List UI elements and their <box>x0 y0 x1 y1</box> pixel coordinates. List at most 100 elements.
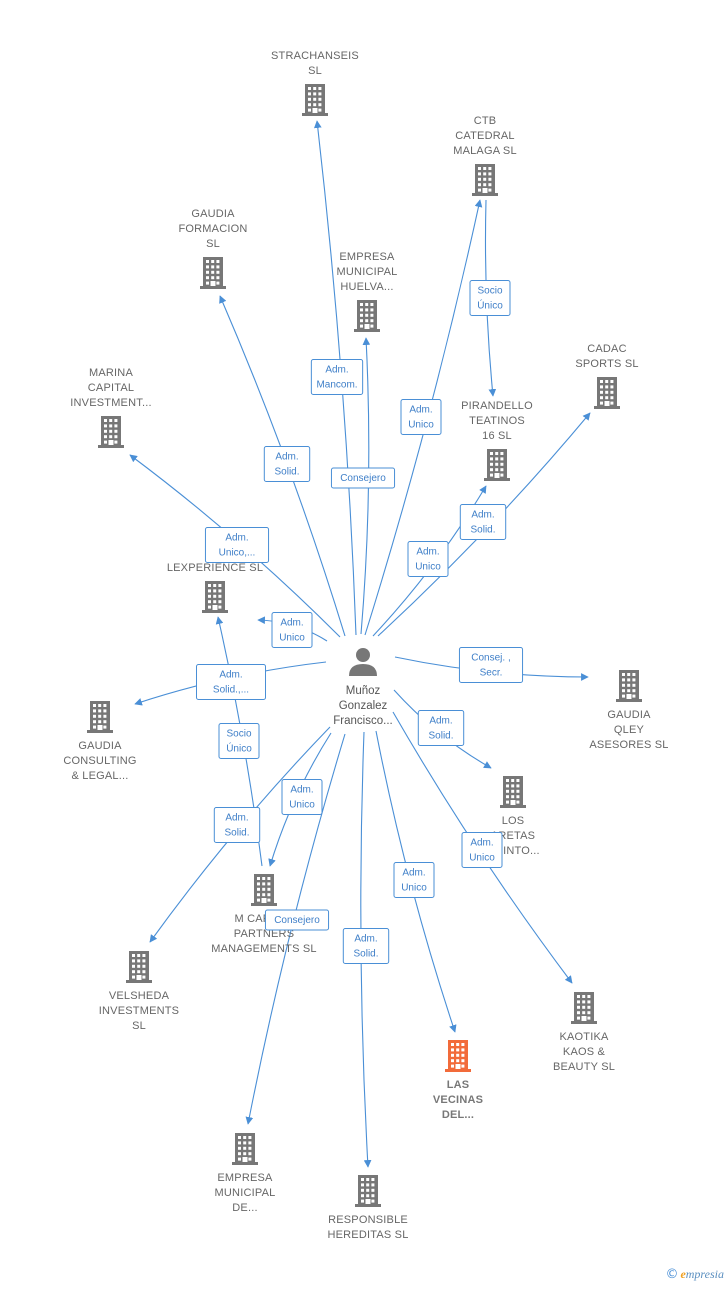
building-icon <box>500 776 526 808</box>
edge-label-text: Adm. <box>429 716 452 727</box>
edge-label-text: Adm. <box>471 510 494 521</box>
edge-label-text: Solid.,... <box>213 685 249 696</box>
edge-label-box <box>263 446 311 482</box>
company-label: MANAGEMENTS SL <box>211 943 317 955</box>
company-node-marina[interactable]: MARINACAPITALINVESTMENT... <box>70 367 152 448</box>
building-icon <box>354 300 380 332</box>
company-node-empresa_huelva[interactable]: EMPRESAMUNICIPALHUELVA... <box>337 251 398 332</box>
edge-label[interactable]: Adm.Unico <box>400 399 442 435</box>
company-label: DE... <box>232 1202 257 1214</box>
edge-label-text: Secr. <box>480 668 503 679</box>
company-label: TEATINOS <box>469 415 525 427</box>
edge-label-text: Unico <box>408 420 434 431</box>
person-name-line-1: Muñoz <box>346 685 381 697</box>
company-node-los_aretas[interactable]: LOSARETASQUINTO... <box>486 776 540 857</box>
company-node-empresa_de[interactable]: EMPRESAMUNICIPALDE... <box>215 1133 276 1214</box>
edge-label-text: Único <box>226 742 252 755</box>
company-label: FORMACION <box>178 223 247 235</box>
edge-label-box <box>196 664 266 700</box>
edge-label[interactable]: Adm.Unico <box>271 612 313 648</box>
company-label: PARTNERS <box>234 928 294 940</box>
company-label: SPORTS SL <box>575 358 638 370</box>
edge-label-text: Solid. <box>224 828 249 839</box>
company-node-lexperience[interactable]: LEXPERIENCE SL <box>167 562 263 613</box>
company-label: STRACHANSEIS <box>271 50 359 62</box>
edge-label[interactable]: Consej. , Secr. <box>458 647 524 683</box>
edge-label-text: Adm. <box>225 533 248 544</box>
edge-label[interactable]: Consejero <box>330 467 396 489</box>
building-icon <box>202 581 228 613</box>
edge-label[interactable]: Adm.Mancom. <box>310 359 364 395</box>
company-label: VECINAS <box>433 1094 483 1106</box>
edge-label-box <box>469 280 511 316</box>
building-icon <box>472 164 498 196</box>
building-icon <box>355 1175 381 1207</box>
edge-label[interactable]: Adm.Unico <box>407 541 449 577</box>
edge-label-text: Consejero <box>340 473 386 484</box>
edge-label[interactable]: Adm.Unico <box>393 862 435 898</box>
edge-label[interactable]: Adm. Solid.,... <box>196 664 266 700</box>
edge-label-text: Consej. , <box>471 653 510 664</box>
edge-labels-layer: Adm.Mancom.Adm.UnicoAdm.Solid.ConsejeroA… <box>196 280 524 964</box>
edge-label[interactable]: Consejero <box>264 909 330 931</box>
edge-label[interactable]: Adm.Solid. <box>459 504 507 540</box>
building-icon <box>302 84 328 116</box>
company-label: INVESTMENTS <box>99 1005 179 1017</box>
company-label: HUELVA... <box>340 281 393 293</box>
center-person[interactable]: Muñoz Gonzalez Francisco... <box>333 648 393 727</box>
brand-footer: ©empresia <box>665 1267 724 1282</box>
edge-label[interactable]: Adm.Solid. <box>417 710 465 746</box>
building-icon <box>87 701 113 733</box>
brand-name: mpresia <box>685 1267 724 1281</box>
company-label: CATEDRAL <box>455 130 514 142</box>
company-label: KAOS & <box>563 1046 606 1058</box>
edge-label[interactable]: Adm. Unico <box>281 779 323 815</box>
building-icon <box>445 1040 471 1072</box>
building-icon <box>616 670 642 702</box>
edge-label[interactable]: Adm.Unico,... <box>204 527 270 563</box>
edge-label[interactable]: Adm.Unico <box>461 832 503 868</box>
edge-label-box <box>458 647 524 683</box>
edge-label-text: Adm. <box>290 785 313 796</box>
edge-label-box <box>342 928 390 964</box>
company-label: MUNICIPAL <box>215 1187 276 1199</box>
edge-label-box <box>400 399 442 435</box>
edge-label[interactable]: Adm.Solid. <box>213 807 261 843</box>
edge-label-text: Adm. <box>219 670 242 681</box>
company-label: CTB <box>474 115 497 127</box>
person-name-line-2: Gonzalez <box>339 700 388 712</box>
edge-label-text: Unico <box>289 800 315 811</box>
building-icon <box>251 874 277 906</box>
company-label: RESPONSIBLE <box>328 1214 408 1226</box>
company-label: KAOTIKA <box>559 1031 609 1043</box>
edge-label[interactable]: Adm.Solid. <box>342 928 390 964</box>
edge-label-text: Adm. <box>402 868 425 879</box>
person-name-line-3: Francisco... <box>333 715 392 727</box>
company-label: CADAC <box>587 343 627 355</box>
edge-label-text: Mancom. <box>316 380 357 391</box>
edge-label[interactable]: Adm.Solid. <box>263 446 311 482</box>
company-label: GAUDIA <box>78 740 122 752</box>
company-label: MUNICIPAL <box>337 266 398 278</box>
building-icon <box>200 257 226 289</box>
building-icon <box>232 1133 258 1165</box>
company-node-cadac[interactable]: CADAC SPORTS SL <box>575 343 638 409</box>
company-label: SL <box>206 238 220 250</box>
company-label: ASESORES SL <box>589 739 668 751</box>
company-node-las_vecinas[interactable]: LASVECINASDEL... <box>433 1040 483 1121</box>
edge-label-text: Adm. <box>416 547 439 558</box>
company-label: LOS <box>502 815 525 827</box>
